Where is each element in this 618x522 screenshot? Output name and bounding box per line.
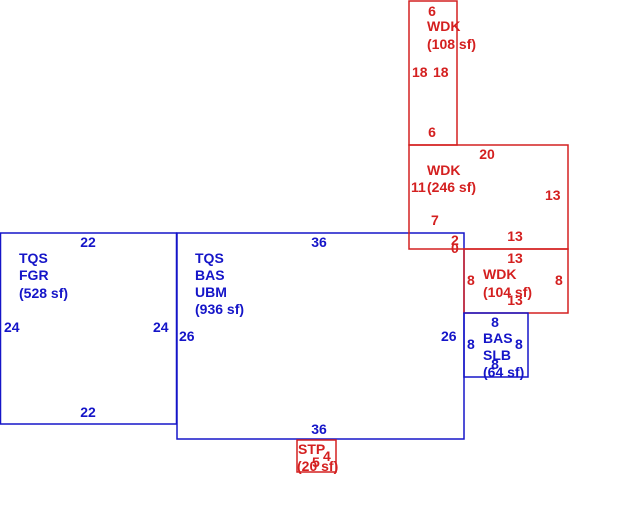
dim-wdk-mid-top: 20 xyxy=(479,146,495,162)
dim-slb-right: 8 xyxy=(515,336,523,352)
dim-bas-right: 26 xyxy=(441,328,457,344)
fgr-label-line1: TQS xyxy=(19,250,48,266)
wdk-mid-label-line1: WDK xyxy=(427,162,460,178)
dim-fgr-left: 24 xyxy=(4,319,20,335)
dim-slb-top: 8 xyxy=(491,314,499,330)
dim-wdk-top-right: 18 xyxy=(433,64,449,80)
area-bas-main[interactable]: TQS BAS UBM (936 sf) xyxy=(176,232,465,440)
stp-label-line1: STP xyxy=(298,441,325,457)
stp-label-area: (20 sf) xyxy=(297,458,338,474)
dim-wdk-mid-inner: 7 xyxy=(431,212,439,228)
bas-main-label-line2: BAS xyxy=(195,267,225,283)
area-fgr[interactable]: TQS FGR (528 sf) xyxy=(0,232,178,425)
dim-slb-left: 8 xyxy=(467,336,475,352)
dim-fgr-top: 22 xyxy=(80,234,96,250)
wdk-top-label-area: (108 sf) xyxy=(427,36,476,52)
bas-slb-label-area: (64 sf) xyxy=(483,364,524,380)
bas-slb-label-line2: SLB xyxy=(483,347,511,363)
dim-stp-b: 4 xyxy=(323,448,331,464)
fgr-label-line2: FGR xyxy=(19,267,49,283)
dim-fgr-bottom: 22 xyxy=(80,404,96,420)
wdk-top-label-line1: WDK xyxy=(427,18,460,34)
bas-main-label-area: (936 sf) xyxy=(195,301,244,317)
dim-wdk-small-top: 13 xyxy=(507,250,523,266)
dim-bas-bottom: 36 xyxy=(311,421,327,437)
area-wdk-top[interactable]: WDK (108 sf) xyxy=(408,0,476,146)
area-bas-slb[interactable]: BAS SLB (64 sf) xyxy=(463,312,529,380)
bas-slb-label-line1: BAS xyxy=(483,330,513,346)
dim-wdk-mid-bottom: 13 xyxy=(507,228,523,244)
dim-wdk-mid-step-b: 0 xyxy=(451,240,459,256)
dim-bas-left: 26 xyxy=(179,328,195,344)
dim-wdk-small-bottom: 13 xyxy=(507,292,523,308)
wdk-small-label-line1: WDK xyxy=(483,266,516,282)
fgr-label-area: (528 sf) xyxy=(19,285,68,301)
dim-wdk-mid-step-a: 2 xyxy=(451,232,459,248)
dim-fgr-right: 24 xyxy=(153,319,169,335)
dim-wdk-top-left: 18 xyxy=(412,64,428,80)
area-stp[interactable]: STP (20 sf) xyxy=(296,439,338,474)
stp-outline xyxy=(296,439,337,473)
dim-stp-a: 5 xyxy=(312,454,320,470)
dim-wdk-top-top: 6 xyxy=(428,3,436,19)
dim-wdk-mid-right: 13 xyxy=(545,187,561,203)
bas-slb-outline xyxy=(463,312,529,378)
wdk-mid-label-area: (246 sf) xyxy=(427,179,476,195)
dim-bas-top: 36 xyxy=(311,234,327,250)
bas-main-label-line1: TQS xyxy=(195,250,224,266)
dim-wdk-top-bottom: 6 xyxy=(428,124,436,140)
bas-main-label-line3: UBM xyxy=(195,284,227,300)
dim-wdk-small-right: 8 xyxy=(555,272,563,288)
dim-wdk-mid-left: 11 xyxy=(411,179,426,195)
wdk-small-label-area: (104 sf) xyxy=(483,284,532,300)
dim-slb-bottom: 8 xyxy=(491,356,499,372)
dim-wdk-small-left: 8 xyxy=(467,272,475,288)
